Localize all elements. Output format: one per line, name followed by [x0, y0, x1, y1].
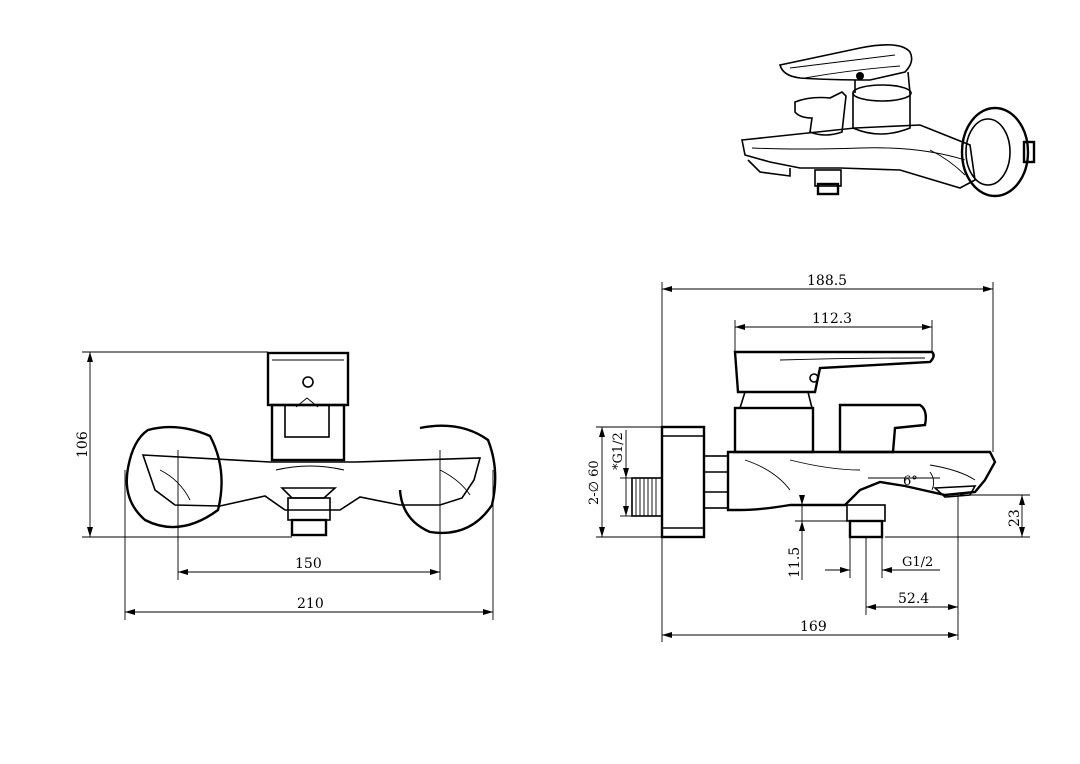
dim-center-label: 150: [295, 556, 322, 572]
dim-outlet-height-label: 23: [1007, 509, 1023, 527]
dim-total-width-label: 210: [297, 596, 324, 612]
dim-lever-length-label: 112.3: [812, 311, 852, 327]
side-view: [631, 350, 997, 539]
front-view: [125, 351, 497, 537]
dim-outlet-thread-label: G1/2: [902, 555, 933, 570]
dim-thread-inlet-label: *G1/2: [611, 432, 626, 470]
dim-outlet-drop-label: 11.5: [787, 547, 803, 578]
dim-flange-label: 2-∅ 60: [587, 460, 602, 505]
isometric-view: [741, 44, 1036, 198]
dim-total-length-label: 188.5: [807, 273, 847, 289]
side-dimensions: 188.5 112.3 *G1/2 2-∅ 60 6° 23: [587, 273, 1030, 642]
dim-projection-label: 169: [800, 619, 827, 635]
dim-outlet-offset-label: 52.4: [898, 591, 929, 607]
dim-angle-label: 6°: [903, 474, 918, 489]
dim-height-label: 106: [75, 431, 91, 458]
front-dimensions: 106 150 210: [75, 351, 494, 620]
